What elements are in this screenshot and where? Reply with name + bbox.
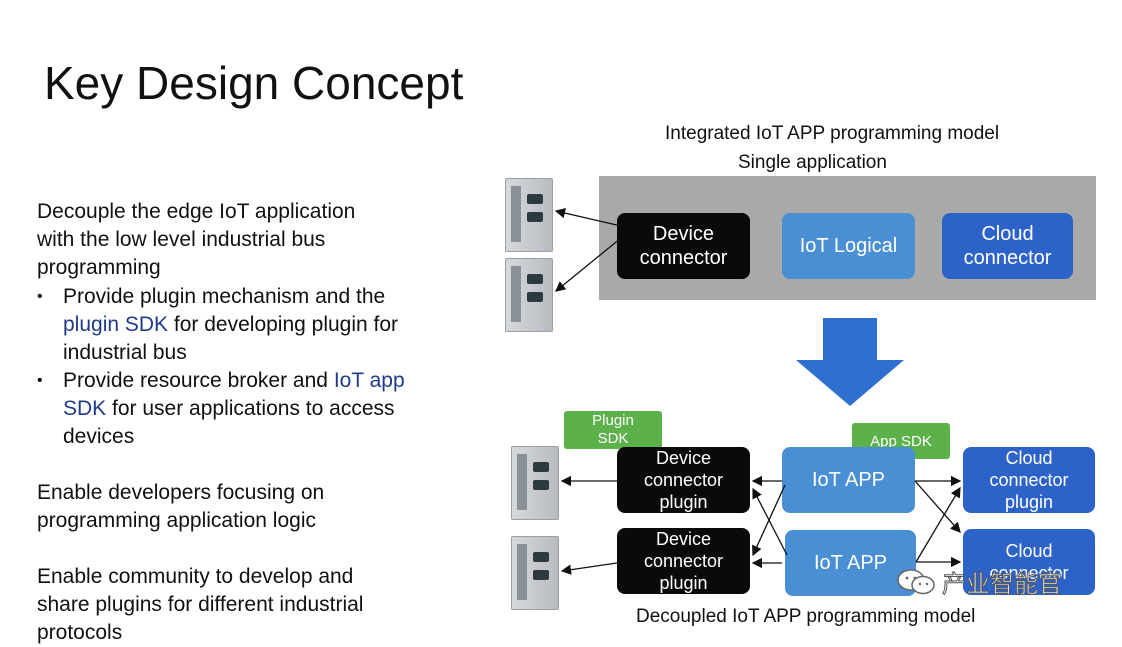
connector-line — [915, 486, 961, 563]
text-fragment: for developing plugin for — [168, 313, 399, 336]
diagram-connectors — [554, 207, 962, 575]
connector-line — [752, 487, 788, 556]
box-label: Cloud — [1005, 448, 1053, 468]
text-fragment: for user applications to access — [106, 397, 395, 420]
iot-app-box: IoT APP — [782, 447, 915, 513]
transform-arrow — [796, 318, 904, 406]
box-label: connector — [989, 563, 1069, 583]
text-line: share plugins for different industrial — [37, 593, 364, 616]
watermark-text: 产业智能官 — [942, 570, 1063, 599]
box-label: connector — [963, 247, 1052, 269]
highlight-iot-app: IoT app — [333, 369, 405, 392]
bullet-plugin-mechanism: • Provide plugin mechanism and the plugi… — [37, 283, 467, 367]
box-label: plugin — [659, 573, 708, 593]
box-label: Device — [655, 448, 712, 468]
slide-title: Key Design Concept — [44, 57, 464, 109]
box-label: IoT APP — [813, 551, 887, 574]
text-line: programming — [37, 256, 161, 279]
caption-single-application: Single application — [738, 152, 887, 173]
text-line: programming application logic — [37, 509, 316, 532]
box-label: connector — [989, 470, 1069, 490]
badge-label: SDK — [597, 430, 629, 447]
box-label: plugin — [659, 492, 708, 512]
badge-label: App SDK — [870, 432, 932, 450]
industrial-device-icon — [511, 536, 559, 610]
text-line: industrial bus — [63, 341, 187, 364]
text-line: Decouple the edge IoT application — [37, 200, 356, 223]
box-label: IoT Logical — [799, 234, 898, 257]
highlight-plugin-sdk: plugin SDK — [63, 313, 169, 336]
iot-app-box: IoT APP — [785, 530, 916, 596]
iot-logical-box: IoT Logical — [782, 213, 915, 279]
industrial-device-icon — [511, 446, 559, 520]
box-label: IoT APP — [811, 468, 885, 491]
connector-line — [554, 237, 622, 292]
paragraph-decouple: Decouple the edge IoT application with t… — [37, 198, 457, 282]
highlight-sdk: SDK — [63, 397, 107, 420]
box-label: Device — [652, 223, 715, 245]
text-line: plugin SDK for developing plugin for — [63, 311, 463, 339]
watermark: 产业智能官 — [896, 564, 1063, 599]
text-line: Provide resource broker and IoT app — [63, 367, 463, 395]
caption-integrated-model: Integrated IoT APP programming model — [665, 123, 1000, 144]
box-label: plugin — [1004, 492, 1054, 512]
industrial-device-icon — [505, 178, 553, 252]
box-label: Cloud — [1005, 541, 1053, 561]
text-fragment: Provide resource broker and — [63, 369, 334, 392]
box-label: connector — [639, 247, 728, 269]
text-line: with the low level industrial bus — [37, 228, 326, 251]
text-line: Provide plugin mechanism and the — [63, 285, 386, 308]
box-label: Cloud — [981, 223, 1034, 245]
connector-line — [554, 207, 622, 227]
text-line: SDK for user applications to access — [63, 395, 463, 423]
bullet-dot: • — [37, 288, 43, 305]
connector-line — [560, 562, 618, 575]
text-line: Enable community to develop and — [37, 565, 354, 588]
paragraph-developers: Enable developers focusing on programmin… — [37, 479, 457, 535]
box-label: connector — [643, 470, 724, 490]
text-line: Enable developers focusing on — [37, 481, 325, 504]
badge-label: Plugin — [592, 412, 634, 429]
text-line: devices — [63, 425, 135, 448]
wechat-icon — [897, 568, 935, 594]
bullet-dot: • — [37, 372, 43, 389]
box-label: connector — [643, 551, 724, 571]
caption-decoupled-model: Decoupled IoT APP programming model — [636, 606, 976, 627]
connector-line — [914, 480, 961, 533]
box-label: Device — [655, 529, 712, 549]
bullet-resource-broker: • Provide resource broker and IoT app SD… — [37, 367, 467, 451]
industrial-device-icon — [505, 258, 553, 332]
